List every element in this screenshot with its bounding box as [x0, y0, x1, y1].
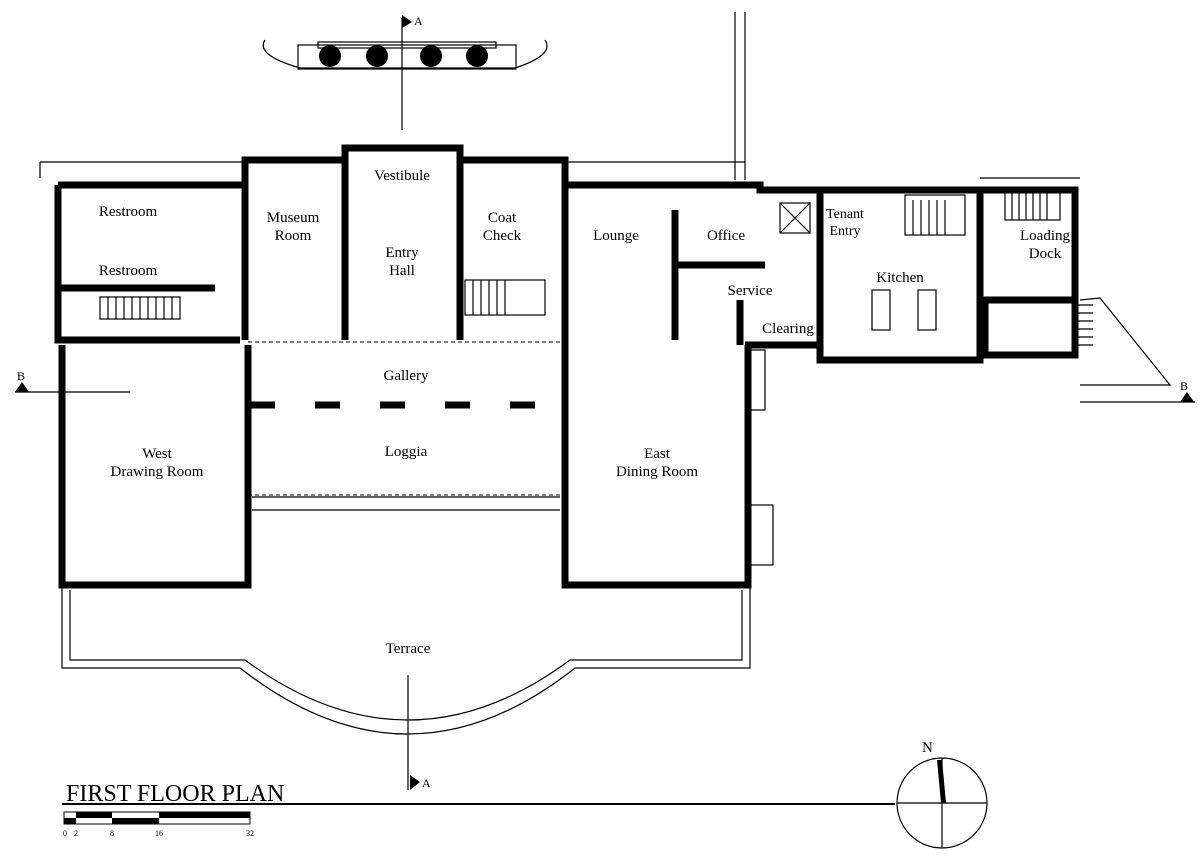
- label-entry-hall-1: Entry: [385, 245, 419, 261]
- label-loggia: Loggia: [385, 444, 428, 460]
- label-service: Service: [728, 283, 773, 299]
- svg-text:B: B: [17, 369, 25, 383]
- label-lounge: Lounge: [593, 228, 639, 244]
- entrance-portico: [262, 39, 548, 70]
- label-office: Office: [707, 228, 745, 244]
- label-restroom-upper: Restroom: [99, 204, 158, 220]
- label-east-dining-room-2: Dining Room: [616, 464, 698, 480]
- svg-text:A: A: [414, 14, 423, 28]
- label-terrace: Terrace: [386, 641, 431, 657]
- scale-bar: 0 2 8 16 32: [63, 811, 254, 838]
- scale-tick: 16: [155, 829, 163, 838]
- scale-tick: 32: [246, 829, 254, 838]
- plan-title: FIRST FLOOR PLAN: [66, 781, 284, 807]
- terrace-outline: [61, 588, 751, 735]
- exterior-walls: [54, 144, 1079, 589]
- label-coat-check-1: Coat: [488, 210, 517, 226]
- svg-text:A: A: [422, 776, 431, 790]
- label-gallery: Gallery: [384, 368, 429, 384]
- label-loading-dock-1: Loading: [1020, 228, 1070, 244]
- section-marker-b: B B: [15, 369, 1195, 403]
- section-marker-a: A A: [401, 14, 431, 790]
- label-vestibule: Vestibule: [374, 168, 430, 184]
- label-coat-check-2: Check: [483, 228, 522, 244]
- label-loading-dock-2: Dock: [1029, 246, 1062, 262]
- label-tenant-entry-2: Entry: [829, 224, 860, 239]
- label-kitchen: Kitchen: [876, 270, 924, 286]
- room-labels: Restroom Restroom Museum Room Vestibule …: [99, 168, 1071, 657]
- label-tenant-entry-1: Tenant: [826, 207, 864, 222]
- scale-tick: 2: [74, 829, 78, 838]
- label-restroom-lower: Restroom: [99, 263, 158, 279]
- north-arrow-icon: N: [896, 740, 988, 849]
- label-museum-room-1: Museum: [267, 210, 320, 226]
- label-east-dining-room-1: East: [644, 446, 671, 462]
- label-museum-room-2: Room: [275, 228, 312, 244]
- label-clearing: Clearing: [762, 321, 814, 337]
- svg-text:B: B: [1180, 379, 1188, 393]
- label-entry-hall-2: Hall: [389, 263, 415, 279]
- scale-tick: 8: [110, 829, 114, 838]
- label-west-drawing-room-1: West: [142, 446, 172, 462]
- label-west-drawing-room-2: Drawing Room: [111, 464, 204, 480]
- scale-tick: 0: [63, 829, 67, 838]
- svg-text:N: N: [922, 740, 933, 756]
- stairs: [99, 189, 1172, 386]
